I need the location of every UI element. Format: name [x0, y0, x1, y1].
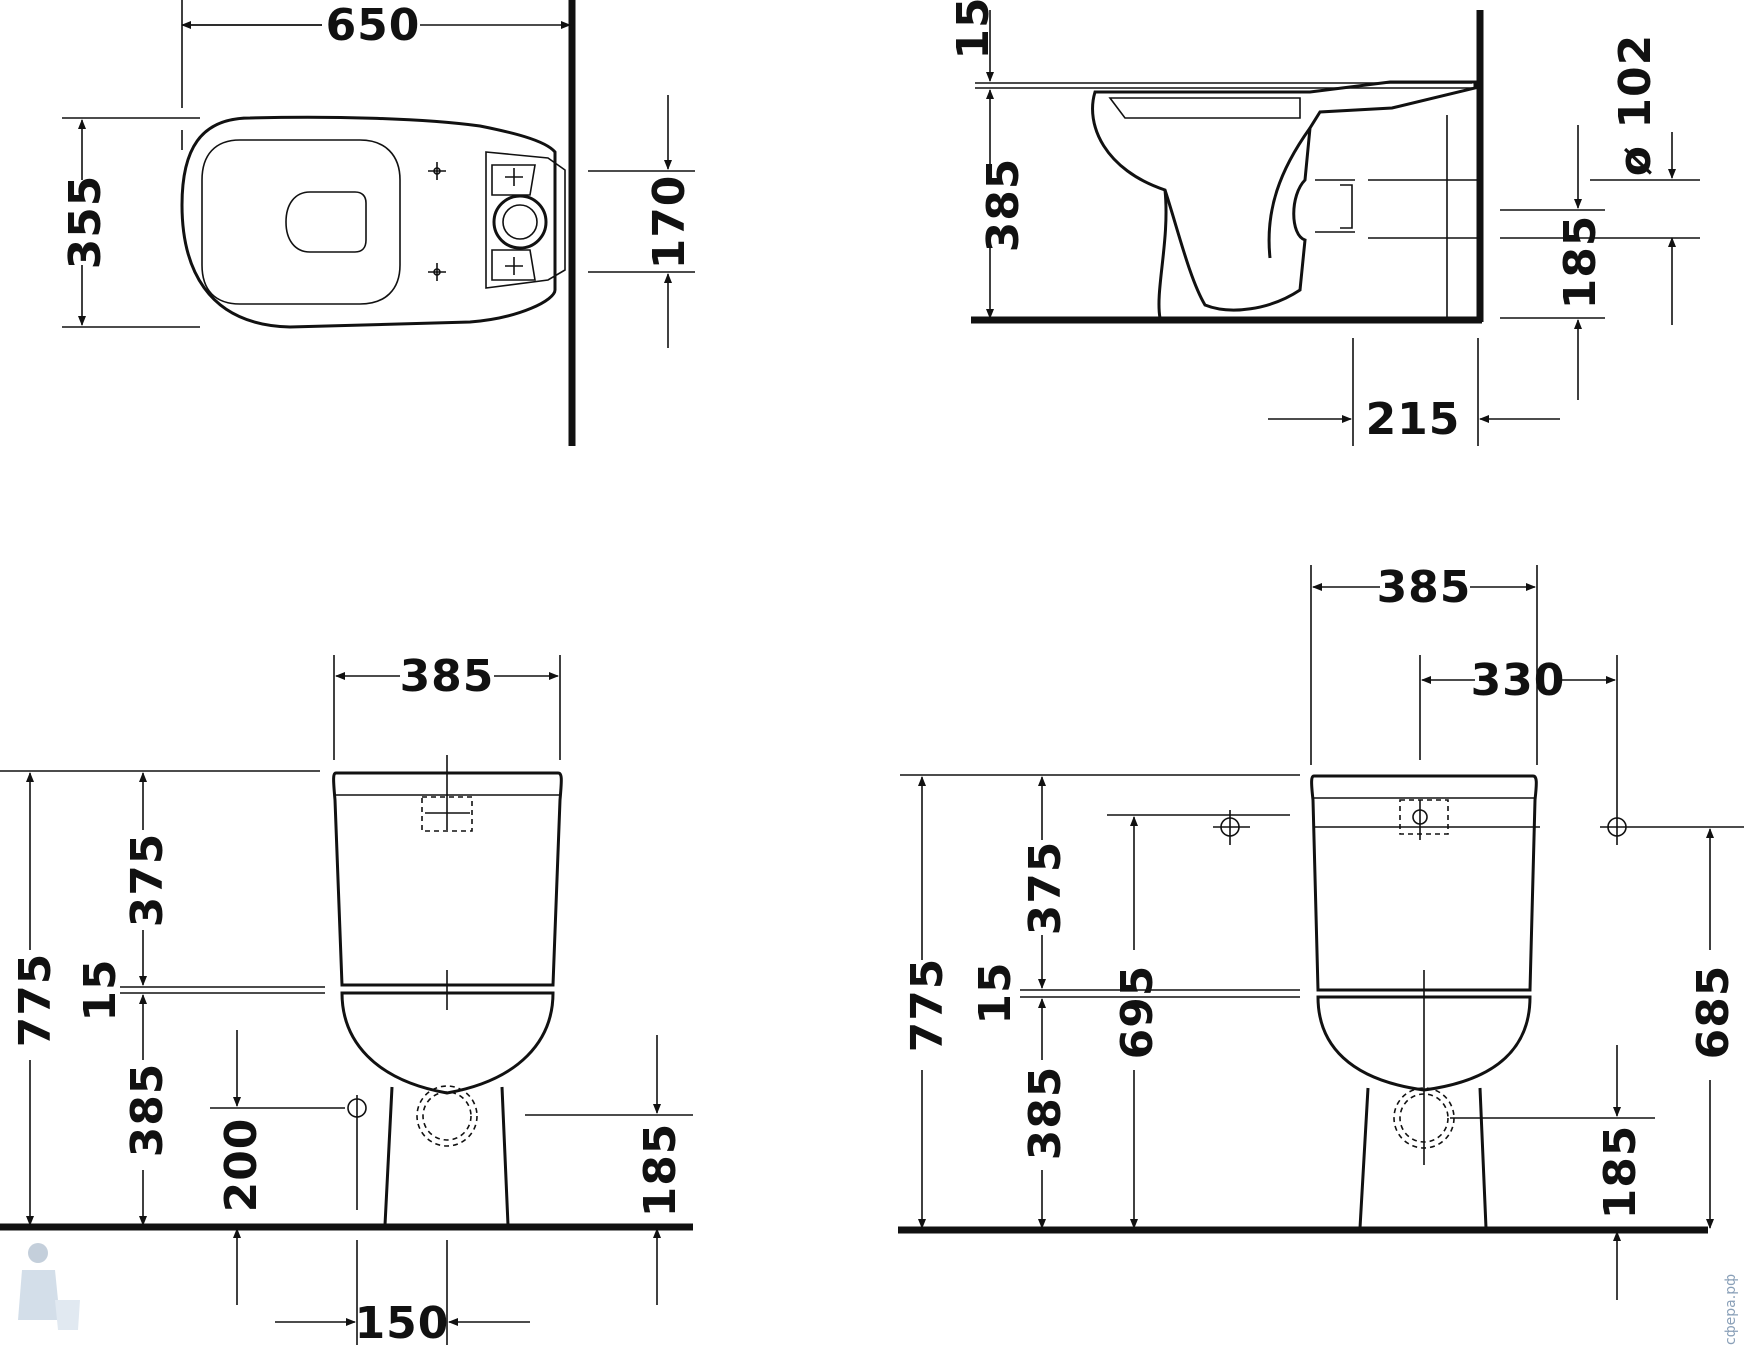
bowl-opening [285, 191, 367, 253]
dim-385: 385 [122, 1063, 173, 1158]
side-view: 15 385 ø 102 185 215 [948, 0, 1700, 446]
tank-base-slot-top [491, 164, 536, 196]
rear-view: 775 375 15 385 695 685 185 385 330 [898, 562, 1744, 1300]
bowl-front-outline [340, 991, 555, 1095]
dim-385: 385 [1020, 1066, 1071, 1161]
bowl-outline [180, 115, 557, 329]
dim-15: 15 [948, 0, 999, 60]
outlet-side [1315, 179, 1355, 233]
outlet-front [416, 1085, 478, 1147]
tank-base-outline [485, 151, 566, 289]
tank-base-slot-bottom [491, 249, 536, 281]
trap-inner [1267, 127, 1312, 259]
bowl-foot-front [1157, 189, 1168, 319]
dim-775: 775 [902, 958, 953, 1053]
dim-185: 185 [1595, 1125, 1646, 1220]
front-view: 775 375 15 385 200 385 185 150 [0, 651, 693, 1349]
pedestal [383, 1086, 510, 1226]
dim-170: 170 [644, 175, 695, 270]
outlet-inner-circle [502, 204, 538, 240]
dim-diameter: ø 102 [1610, 34, 1661, 176]
plumber-logo-icon [18, 1243, 80, 1330]
dim-385-top: 385 [400, 651, 495, 702]
dim-200: 200 [216, 1118, 267, 1213]
flush-button [1399, 799, 1449, 835]
dim-15: 15 [75, 958, 126, 1021]
dim-355: 355 [60, 175, 111, 270]
dim-150: 150 [355, 1298, 450, 1349]
top-view: 650 355 170 [60, 0, 695, 446]
seat-outline [201, 139, 401, 305]
pedestal [1358, 1087, 1488, 1229]
dim-185: 185 [1555, 215, 1606, 310]
fixing-marks [428, 162, 523, 281]
dim-375: 375 [1020, 841, 1071, 936]
dim-15: 15 [970, 961, 1021, 1024]
dim-185: 185 [635, 1123, 686, 1218]
tank-outline [1310, 774, 1538, 992]
outlet-circle [492, 194, 548, 250]
dim-685: 685 [1688, 965, 1739, 1060]
dim-375: 375 [122, 833, 173, 928]
bowl-side-outline [1091, 80, 1477, 312]
dim-330: 330 [1471, 655, 1566, 706]
dim-215: 215 [1366, 394, 1461, 445]
dim-695: 695 [1112, 965, 1163, 1060]
seat-side [1108, 97, 1301, 119]
dim-775: 775 [10, 953, 61, 1048]
tank-outline [332, 771, 563, 987]
flush-button [421, 796, 473, 832]
dim-385-top: 385 [1377, 562, 1472, 613]
dim-385: 385 [978, 158, 1029, 253]
watermark-text: сфера.рф [1723, 1274, 1739, 1345]
dim-650: 650 [326, 0, 421, 51]
